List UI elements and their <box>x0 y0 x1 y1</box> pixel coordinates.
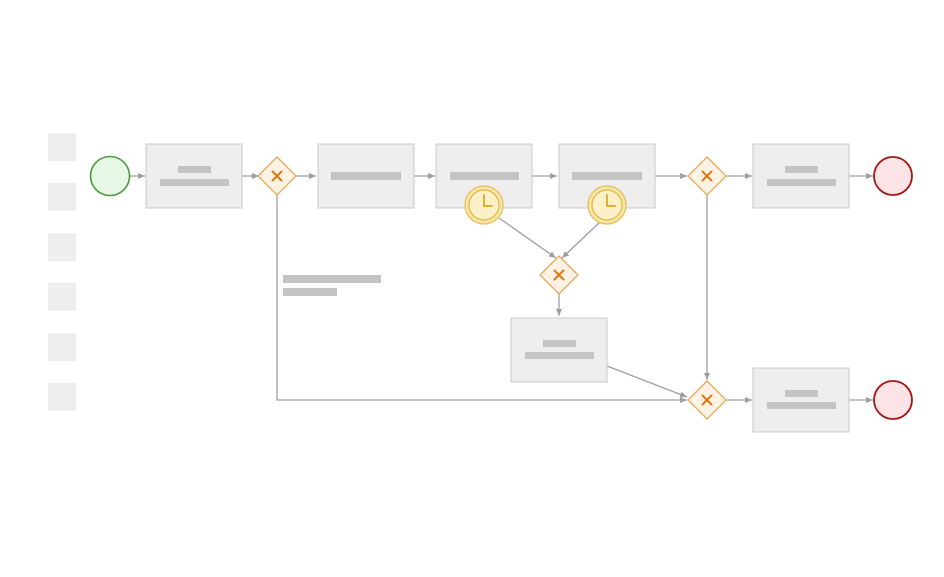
palette-item-3[interactable] <box>48 233 76 261</box>
task-5[interactable] <box>752 143 850 209</box>
sequence-flow[interactable] <box>561 221 601 259</box>
palette-item-5[interactable] <box>48 333 76 361</box>
task-1[interactable] <box>145 143 243 209</box>
exclusive-gateway[interactable] <box>687 380 727 420</box>
exclusive-gateway[interactable] <box>539 255 579 295</box>
task-2[interactable] <box>317 143 415 209</box>
tool-palette <box>48 133 76 433</box>
end-event-upper[interactable] <box>873 156 913 196</box>
exclusive-gateway[interactable] <box>257 156 297 196</box>
end-event-lower[interactable] <box>873 380 913 420</box>
sequence-flow[interactable] <box>606 365 688 398</box>
palette-item-6[interactable] <box>48 383 76 411</box>
sequence-flows <box>130 173 873 403</box>
timer-icon[interactable] <box>464 185 504 225</box>
palette-item-2[interactable] <box>48 183 76 211</box>
palette-item-4[interactable] <box>48 283 76 311</box>
sequence-flow[interactable] <box>498 217 557 259</box>
flow-label <box>283 275 381 296</box>
palette-item-1[interactable] <box>48 133 76 161</box>
sequence-flow-default[interactable] <box>276 195 687 403</box>
task-6[interactable] <box>510 317 608 383</box>
exclusive-gateway[interactable] <box>687 156 727 196</box>
start-event[interactable] <box>89 155 131 197</box>
task-7[interactable] <box>752 367 850 433</box>
timer-icon[interactable] <box>587 185 627 225</box>
